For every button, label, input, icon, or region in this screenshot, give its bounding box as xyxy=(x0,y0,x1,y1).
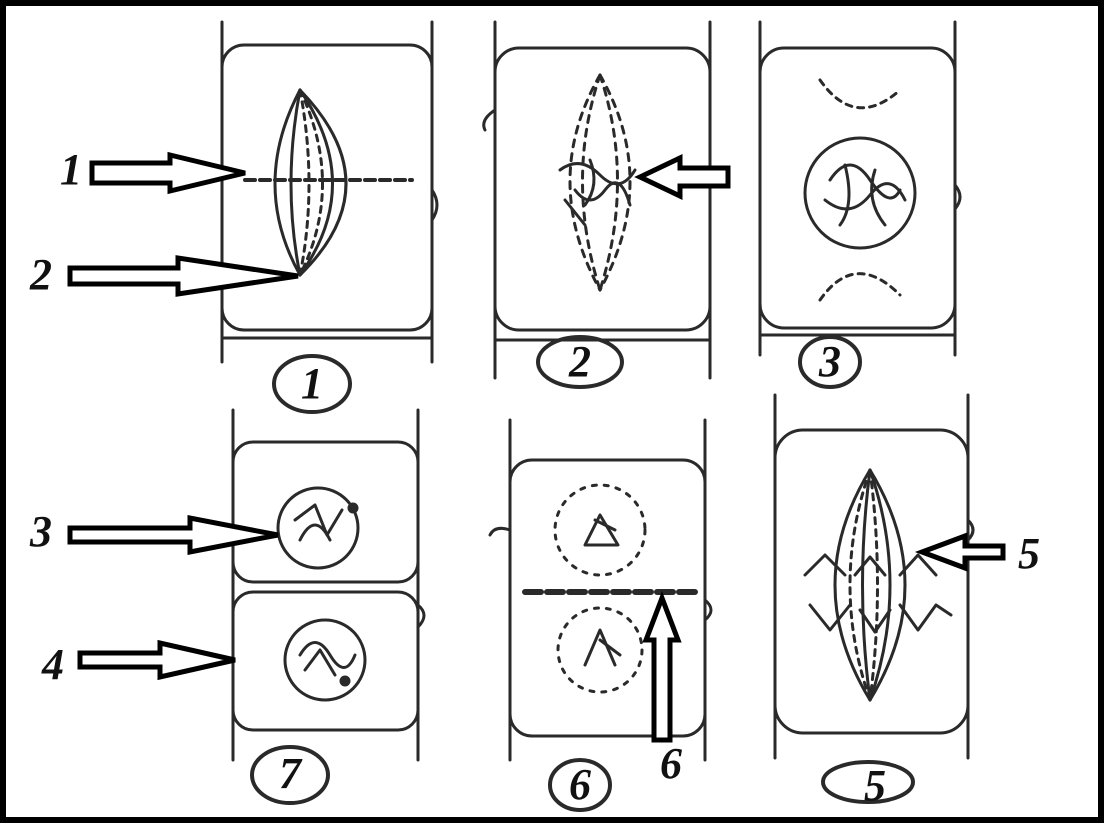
arrow-cell2 xyxy=(640,158,728,196)
arrow-6 xyxy=(646,598,678,740)
cell-3 xyxy=(760,22,960,355)
arrow-3 xyxy=(70,518,278,552)
figure-number: 6 xyxy=(550,763,610,807)
figure-number: 3 xyxy=(800,340,860,384)
arrow-label: 3 xyxy=(30,510,52,554)
arrow-4 xyxy=(80,643,235,677)
figure-number: 7 xyxy=(260,752,320,796)
cell-7 xyxy=(233,410,424,760)
arrow-label: 4 xyxy=(42,643,64,687)
cell-5 xyxy=(775,395,973,758)
arrow-label: 2 xyxy=(30,253,52,297)
outer-frame xyxy=(3,3,1101,820)
nucleolus xyxy=(349,504,357,512)
cell-2 xyxy=(484,22,710,378)
arrow-2 xyxy=(70,258,298,294)
figure-number: 1 xyxy=(282,362,342,406)
cell-1 xyxy=(222,22,437,362)
figure-number: 5 xyxy=(845,764,905,808)
figure-number: 2 xyxy=(550,340,610,384)
arrow-label: 5 xyxy=(1018,532,1040,576)
cell-6 xyxy=(490,420,711,760)
arrow-label: 6 xyxy=(660,742,682,786)
arrow-label: 1 xyxy=(60,148,82,192)
nucleolus xyxy=(341,677,349,685)
arrow-5 xyxy=(922,536,1003,568)
